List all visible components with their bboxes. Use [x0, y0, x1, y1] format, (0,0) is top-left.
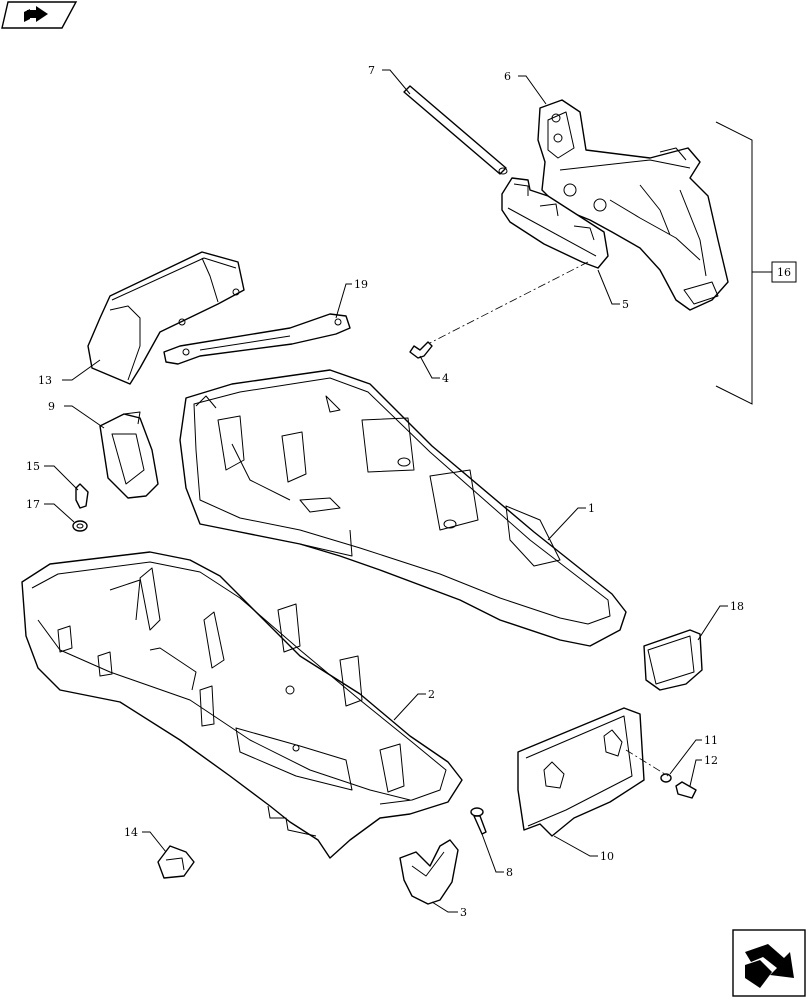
- leader-17: [44, 503, 75, 523]
- callout-6: 6: [504, 70, 511, 83]
- callout-16-box: [771, 261, 797, 283]
- leader-3: [431, 901, 458, 913]
- callout-16: 16: [777, 266, 791, 279]
- book-arrow-icon[interactable]: [1, 1, 78, 29]
- leader-15: [44, 465, 79, 491]
- leader-9: [64, 405, 105, 429]
- callout-12: 12: [704, 754, 718, 767]
- part-11-nut: [660, 773, 672, 783]
- callout-18: 18: [730, 600, 744, 613]
- callout-3: 3: [460, 906, 467, 919]
- leader-19: [335, 283, 352, 319]
- part-10-cover-plate: [517, 707, 645, 837]
- part-8-screw: [470, 807, 487, 835]
- part-1-upper-housing: [179, 369, 627, 647]
- part-4-screw: [409, 341, 433, 359]
- callout-2: 2: [428, 688, 435, 701]
- part-6-bracket: [537, 99, 729, 311]
- callout-8: 8: [506, 866, 513, 879]
- part-7-rod: [403, 85, 508, 175]
- part-15-bolt: [75, 483, 89, 509]
- part-14-clip: [157, 845, 195, 879]
- part-12-bolt: [675, 781, 697, 799]
- callout-15: 15: [26, 460, 40, 473]
- callout-14: 14: [124, 826, 138, 839]
- part-9-clip: [99, 411, 159, 499]
- leader-5: [597, 269, 620, 305]
- leader-13: [62, 359, 101, 381]
- leader-12: [689, 759, 702, 787]
- leader-7: [382, 69, 411, 95]
- callout-13: 13: [38, 374, 52, 387]
- part-19-strap: [163, 313, 351, 365]
- callout-11: 11: [704, 734, 718, 747]
- leader-1: [547, 507, 586, 541]
- part-13-cover: [87, 251, 245, 385]
- part-2-lower-housing: [21, 551, 463, 859]
- callout-10: 10: [600, 850, 614, 863]
- callout-1: 1: [588, 502, 595, 515]
- leader-6: [518, 75, 547, 105]
- part-17-washer: [72, 520, 88, 532]
- leader-14: [142, 831, 167, 853]
- callout-7: 7: [368, 64, 375, 77]
- part-5-bracket-bar: [501, 177, 609, 269]
- leader-18: [697, 605, 728, 641]
- leader-10: [553, 835, 598, 857]
- leader-4: [419, 355, 440, 379]
- part-3-band-clamp: [399, 839, 459, 905]
- leader-2: [393, 693, 426, 721]
- callout-9: 9: [48, 400, 55, 413]
- next-page-arrow-icon[interactable]: [732, 929, 806, 997]
- leader-8: [481, 833, 504, 873]
- callout-17: 17: [26, 498, 40, 511]
- callout-19: 19: [354, 278, 368, 291]
- leader-11: [669, 739, 702, 775]
- callout-5: 5: [622, 298, 629, 311]
- part-18-end-cap: [643, 629, 703, 691]
- callout-4: 4: [442, 372, 449, 385]
